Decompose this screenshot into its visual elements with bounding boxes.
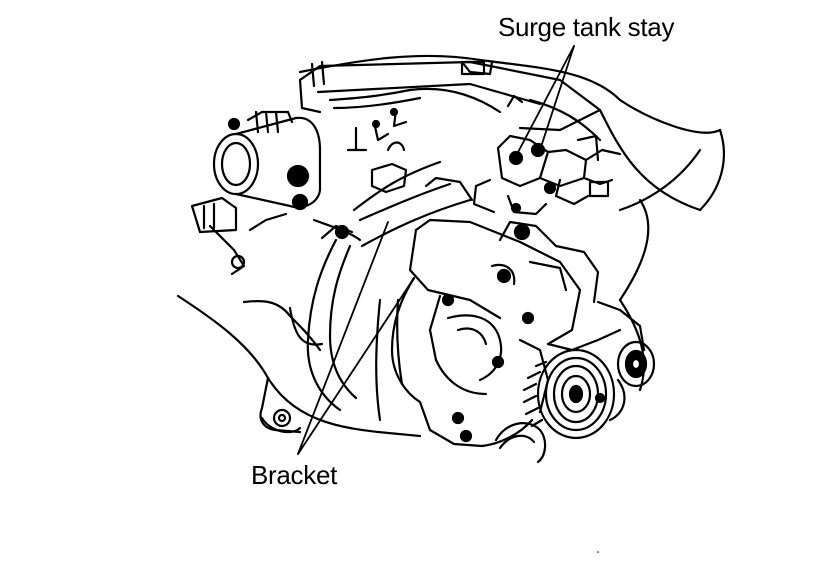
bracket-leader-1 — [297, 221, 389, 455]
bracket-label: Bracket — [251, 460, 338, 490]
surge-stay-leader-1 — [515, 45, 575, 157]
intake-runners — [242, 160, 472, 412]
bracket-leader-2 — [297, 277, 415, 455]
drive-pulleys — [494, 340, 656, 464]
sensor-cluster — [346, 107, 408, 194]
bracket-assembly — [375, 176, 646, 448]
stray-dot — [597, 551, 599, 553]
surge-tank — [298, 60, 602, 142]
surge-tank-stay-label: Surge tank stay — [498, 12, 675, 42]
engine-block-outline — [176, 54, 725, 438]
surge-stay-leader-2 — [539, 45, 575, 151]
throttle-body — [190, 110, 322, 276]
surge-tank-stay-part — [472, 134, 622, 216]
callout-leaders — [297, 45, 575, 455]
